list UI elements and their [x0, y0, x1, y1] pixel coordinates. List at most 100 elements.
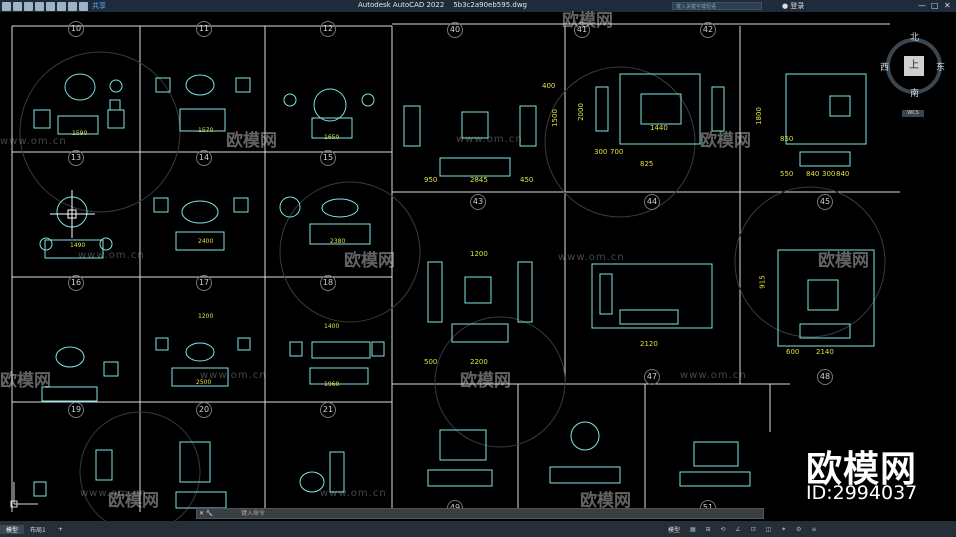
dimension-label: 1200	[470, 250, 488, 258]
tab-model[interactable]: 模型	[0, 524, 25, 534]
status-bar: 模型 布局1 + 模型 ▦ ⊞ ⟲ ∠ ⊡ ◫ ✦ ⚙ ≡	[0, 521, 956, 537]
cell-number: 15	[320, 150, 336, 166]
dimension-label: 915	[758, 275, 767, 289]
watermark-url: www.om.cn	[680, 370, 747, 381]
status-toolbar-icons[interactable]: ▦ ⊞ ⟲ ∠ ⊡ ◫ ✦ ⚙ ≡	[690, 525, 821, 533]
watermark-url: www.om.cn	[200, 370, 267, 381]
cell-number: 40	[447, 22, 463, 38]
watermark-logo: 欧模网	[460, 371, 511, 391]
open-file-icon[interactable]	[24, 1, 33, 11]
dimension-label: 550	[780, 170, 794, 178]
viewcube-top-face[interactable]: 上	[904, 56, 924, 76]
maximize-icon[interactable]: □	[931, 1, 939, 10]
login-button[interactable]: ● 登录	[782, 2, 805, 10]
close-icon[interactable]: ✕	[944, 1, 951, 10]
cell-number: 21	[320, 402, 336, 418]
dimension-label: 500	[424, 358, 438, 366]
dimension-label: 825	[640, 160, 654, 168]
watermark-url: www.om.cn	[456, 134, 523, 145]
redo-icon[interactable]	[79, 1, 88, 11]
minimize-icon[interactable]: —	[918, 1, 926, 10]
watermark-logo: 欧模网	[344, 251, 395, 271]
cell-number: 11	[196, 21, 212, 37]
dimension-label: 2200	[470, 358, 488, 366]
cell-number: 16	[68, 275, 84, 291]
dimension-label: 850	[780, 135, 794, 143]
cell-number: 41	[574, 22, 590, 38]
dimension-label: 300	[594, 148, 608, 156]
drawing-canvas[interactable]: 10 11 12 13 14 15 16 17 18 19 20 21 40 4…	[0, 12, 956, 524]
print-icon[interactable]	[57, 1, 66, 11]
app-title: Autodesk AutoCAD 2022	[358, 1, 445, 9]
watermark-logo: 欧模网	[108, 491, 159, 511]
undo-icon[interactable]	[68, 1, 77, 11]
close-icon[interactable]: ✕ 🔧	[199, 510, 214, 517]
watermark-brand: 欧模网	[806, 449, 918, 490]
cell-number: 17	[196, 275, 212, 291]
model-space-label[interactable]: 模型	[668, 526, 681, 534]
dimension-label: 1590	[72, 130, 88, 137]
dimension-label: 1650	[324, 134, 340, 141]
watermark-logo: 欧模网	[0, 371, 51, 391]
dimension-label: 1800	[754, 107, 763, 125]
dimension-label: 1500	[550, 109, 559, 127]
dimension-label: 950	[424, 176, 438, 184]
cell-number: 12	[320, 21, 336, 37]
dimension-label: 2140	[816, 348, 834, 356]
cell-number: 13	[68, 150, 84, 166]
watermark-logo: 欧模网	[562, 11, 613, 31]
file-name: 5b3c2a90eb595.dwg	[453, 1, 528, 9]
dimension-label: 1960	[324, 381, 340, 388]
dimension-label: 600	[786, 348, 800, 356]
dimension-label: 2380	[330, 238, 346, 245]
dimension-label: 840	[836, 170, 850, 178]
dimension-label: 2500	[196, 379, 212, 386]
cell-number: 47	[644, 369, 660, 385]
save-as-icon[interactable]	[46, 1, 55, 11]
cell-number: 18	[320, 275, 336, 291]
dimension-label: 2120	[640, 340, 658, 348]
dimension-label: 2400	[198, 238, 214, 245]
dimension-label: 1200	[198, 313, 214, 320]
watermark-logo: 欧模网	[226, 131, 277, 151]
watermark-url: www.om.cn	[558, 252, 625, 263]
search-input[interactable]: 键入关键字或短语	[672, 2, 762, 10]
cell-number: 10	[68, 21, 84, 37]
compass-west[interactable]: 西	[880, 63, 890, 73]
dimension-label: 2000	[576, 103, 585, 121]
dimension-label: 2845	[470, 176, 488, 184]
viewcube-ring[interactable]	[886, 38, 942, 94]
watermark-url: www.om.cn	[320, 488, 387, 499]
add-layout-button[interactable]: +	[57, 525, 63, 533]
dimension-label: 700	[610, 148, 624, 156]
dimension-label: 1570	[198, 127, 214, 134]
watermark-url: www.om.cn	[80, 488, 147, 499]
app-menu-icon[interactable]	[2, 1, 11, 11]
dimension-label: 1400	[324, 323, 340, 330]
cell-number: 45	[817, 194, 833, 210]
cell-number: 14	[196, 150, 212, 166]
watermark-id: ID:2994037	[806, 482, 918, 504]
window-title: Autodesk AutoCAD 2022 5b3c2a90eb595.dwg	[358, 1, 527, 9]
dimension-label: 300	[822, 170, 836, 178]
command-input[interactable]: ✕ 🔧 键入命令	[196, 508, 764, 519]
dimension-label: 1490	[70, 242, 86, 249]
wcs-menu[interactable]: WCS	[902, 110, 924, 117]
cell-number: 20	[196, 402, 212, 418]
cell-number: 42	[700, 22, 716, 38]
cell-number: 44	[644, 194, 660, 210]
login-label: 登录	[790, 2, 805, 10]
command-placeholder: 键入命令	[241, 510, 266, 517]
dimension-label: 450	[520, 176, 534, 184]
save-icon[interactable]	[35, 1, 44, 11]
new-file-icon[interactable]	[13, 1, 22, 11]
compass-east[interactable]: 东	[936, 63, 946, 73]
compass-south[interactable]: 南	[910, 89, 920, 99]
dimension-label: 1440	[650, 124, 668, 132]
dimension-label: 400	[542, 82, 556, 90]
compass-north[interactable]: 北	[910, 33, 920, 43]
share-button[interactable]: 共享	[92, 2, 106, 10]
cell-number: 48	[817, 369, 833, 385]
tab-layout1[interactable]: 布局1	[30, 526, 46, 534]
watermark-logo: 欧模网	[700, 131, 751, 151]
